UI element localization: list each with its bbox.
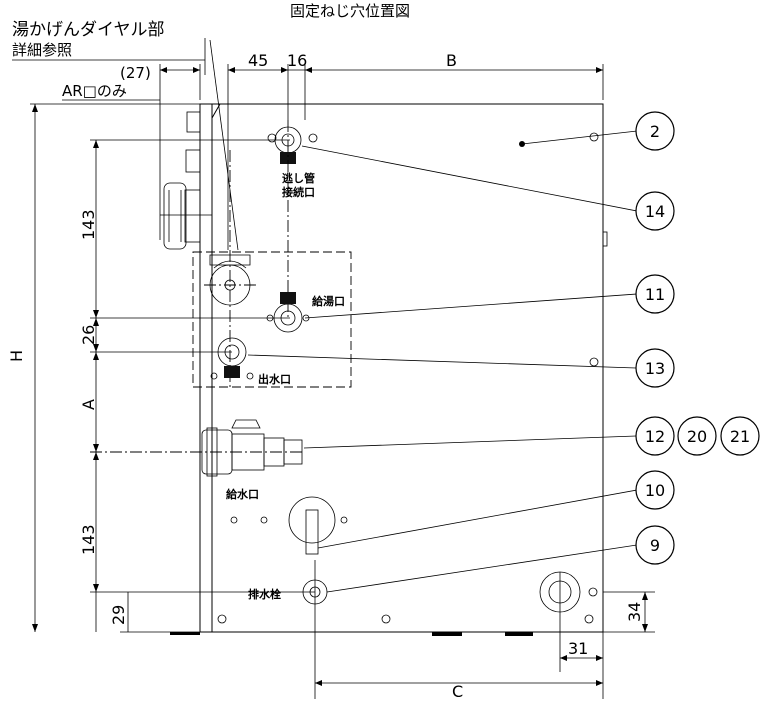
callout-21: 21 xyxy=(720,416,760,456)
right-tab xyxy=(602,231,608,247)
dim-31: 31 xyxy=(568,639,588,658)
callout-11: 11 xyxy=(635,274,675,314)
svg-text:21: 21 xyxy=(730,427,750,446)
dim-A: A xyxy=(79,399,98,410)
dim-B: B xyxy=(446,51,457,70)
svg-text:14: 14 xyxy=(645,202,665,221)
dim-C: C xyxy=(452,682,463,699)
svg-text:9: 9 xyxy=(650,536,660,555)
dial-detail-note-line2: 詳細参照 xyxy=(12,41,72,59)
vent-pipe-port xyxy=(267,126,318,164)
water-outlet-port xyxy=(210,337,254,380)
dim-34-arrows xyxy=(642,592,648,632)
mounting-screws xyxy=(217,132,599,624)
feet xyxy=(170,632,533,636)
water-outlet-label: 出水口 xyxy=(258,372,291,386)
dial-knob-side xyxy=(160,182,212,250)
dim-29: 29 xyxy=(109,605,128,625)
ar-only-note: AR□のみ xyxy=(62,82,127,100)
dial-detail-note-line1: 湯かげんダイヤル部 xyxy=(12,20,165,40)
callout-10: 10 xyxy=(635,470,675,510)
side-tab-upper xyxy=(185,149,201,173)
svg-text:12: 12 xyxy=(645,427,665,446)
lower-right-fitting xyxy=(539,571,598,613)
water-inlet-label: 給水口 xyxy=(226,487,259,501)
dim-26: 26 xyxy=(79,325,98,345)
drain-plug-label: 排水栓 xyxy=(248,587,281,601)
body-side-flange xyxy=(199,103,213,633)
leader-lines xyxy=(247,130,638,593)
svg-text:11: 11 xyxy=(645,285,665,304)
water-inlet-port xyxy=(201,419,303,477)
dim-16: 16 xyxy=(287,51,307,70)
ar-only-dim: (27) xyxy=(120,64,151,82)
dim-143-lower: 143 xyxy=(79,524,98,555)
hot-water-label: 給湯口 xyxy=(312,294,345,308)
callout-14: 14 xyxy=(635,191,675,231)
callout-20: 20 xyxy=(677,416,717,456)
dial-detail-box xyxy=(192,251,352,388)
unit-body xyxy=(211,103,604,633)
side-tab-top xyxy=(186,111,201,133)
drain-valve xyxy=(230,496,348,555)
callout-9: 9 xyxy=(635,525,675,565)
dim-B-arrow xyxy=(596,67,603,73)
svg-text:2: 2 xyxy=(650,122,660,141)
vent-pipe-label-1: 逃し管 xyxy=(282,171,315,185)
drawing-title: 固定ねじ穴位置図 xyxy=(290,2,410,20)
callout-12: 12 xyxy=(635,416,675,456)
dim-H: H xyxy=(7,350,26,362)
callout-2: 2 xyxy=(635,111,675,151)
vent-pipe-label-2: 接続口 xyxy=(282,185,315,199)
svg-text:20: 20 xyxy=(687,427,707,446)
svg-text:10: 10 xyxy=(645,481,665,500)
dim-34: 34 xyxy=(625,602,644,622)
svg-text:13: 13 xyxy=(645,359,665,378)
dial-detail-leader xyxy=(209,39,239,251)
dim-143-upper: 143 xyxy=(79,209,98,240)
body-corner xyxy=(211,103,221,119)
callout-13: 13 xyxy=(635,348,675,388)
dim-45: 45 xyxy=(248,51,268,70)
